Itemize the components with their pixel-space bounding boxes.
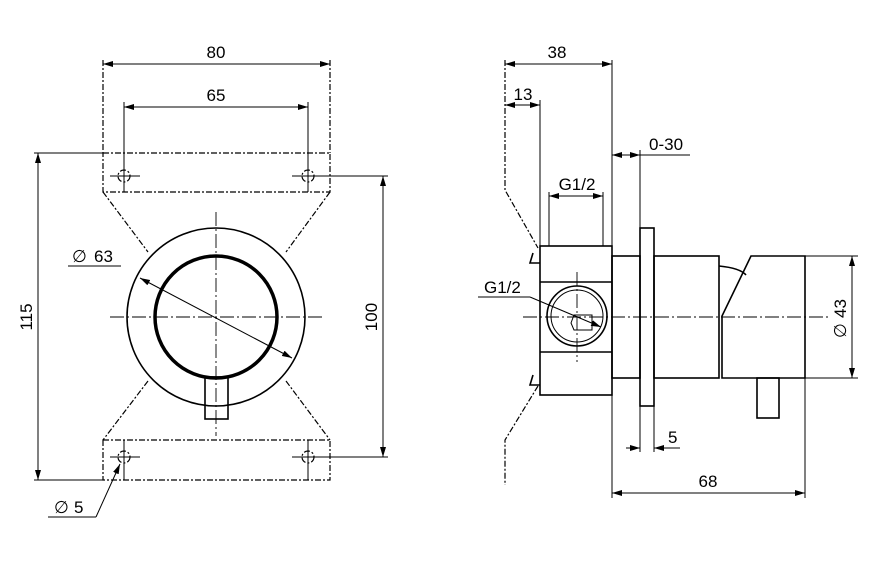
dim-68: 68	[611, 378, 806, 498]
dim-label: 5	[668, 428, 677, 447]
dim-label: 43	[831, 299, 850, 318]
dim-38: 38	[505, 43, 613, 246]
dim-label: 63	[94, 247, 113, 266]
diameter-symbol: ∅	[54, 498, 69, 517]
mounting-holes	[110, 102, 324, 480]
valve-box	[528, 245, 613, 396]
dim-label: 115	[17, 303, 36, 330]
mounting-plate	[102, 60, 331, 481]
dim-diameter-63: ∅ 63	[68, 247, 293, 359]
dim-label: 0-30	[649, 135, 683, 154]
diameter-symbol: ∅	[831, 323, 850, 338]
dim-diameter-5: ∅ 5	[48, 463, 121, 518]
dim-65: 65	[124, 86, 308, 110]
center-lines	[110, 212, 322, 436]
dim-diameter-43: ∅ 43	[805, 255, 858, 379]
cap	[721, 255, 806, 379]
dim-label: 38	[548, 43, 567, 62]
diameter-symbol: ∅	[72, 247, 87, 266]
front-view: 80 65 115 100 ∅ 63 ∅ 5	[17, 43, 388, 518]
wall-line	[504, 60, 539, 485]
dim-label: 68	[699, 472, 718, 491]
center-line	[523, 272, 830, 362]
dim-5: 5	[626, 406, 680, 452]
dim-label: 13	[514, 85, 533, 104]
handle-lever	[204, 376, 229, 420]
lever	[756, 377, 780, 419]
dim-115: 115	[17, 152, 103, 481]
body-curve	[718, 265, 747, 276]
dim-13: 13	[505, 85, 541, 246]
dim-g12-side: G1/2	[478, 278, 602, 328]
dim-80: 80	[103, 43, 330, 67]
dim-label: 80	[207, 43, 226, 62]
dim-0-30: 0-30	[612, 135, 690, 228]
dim-label: 100	[362, 303, 381, 331]
dim-label: 5	[74, 498, 83, 517]
dim-label: G1/2	[559, 175, 596, 194]
dim-100: 100	[324, 175, 388, 458]
dim-label: G1/2	[484, 278, 521, 297]
dim-g12-top: G1/2	[548, 175, 604, 246]
side-view: 38 13 0-30 G1/2 G1/2 ∅ 43	[478, 43, 858, 498]
body	[653, 255, 720, 379]
dim-label: 65	[207, 86, 226, 105]
